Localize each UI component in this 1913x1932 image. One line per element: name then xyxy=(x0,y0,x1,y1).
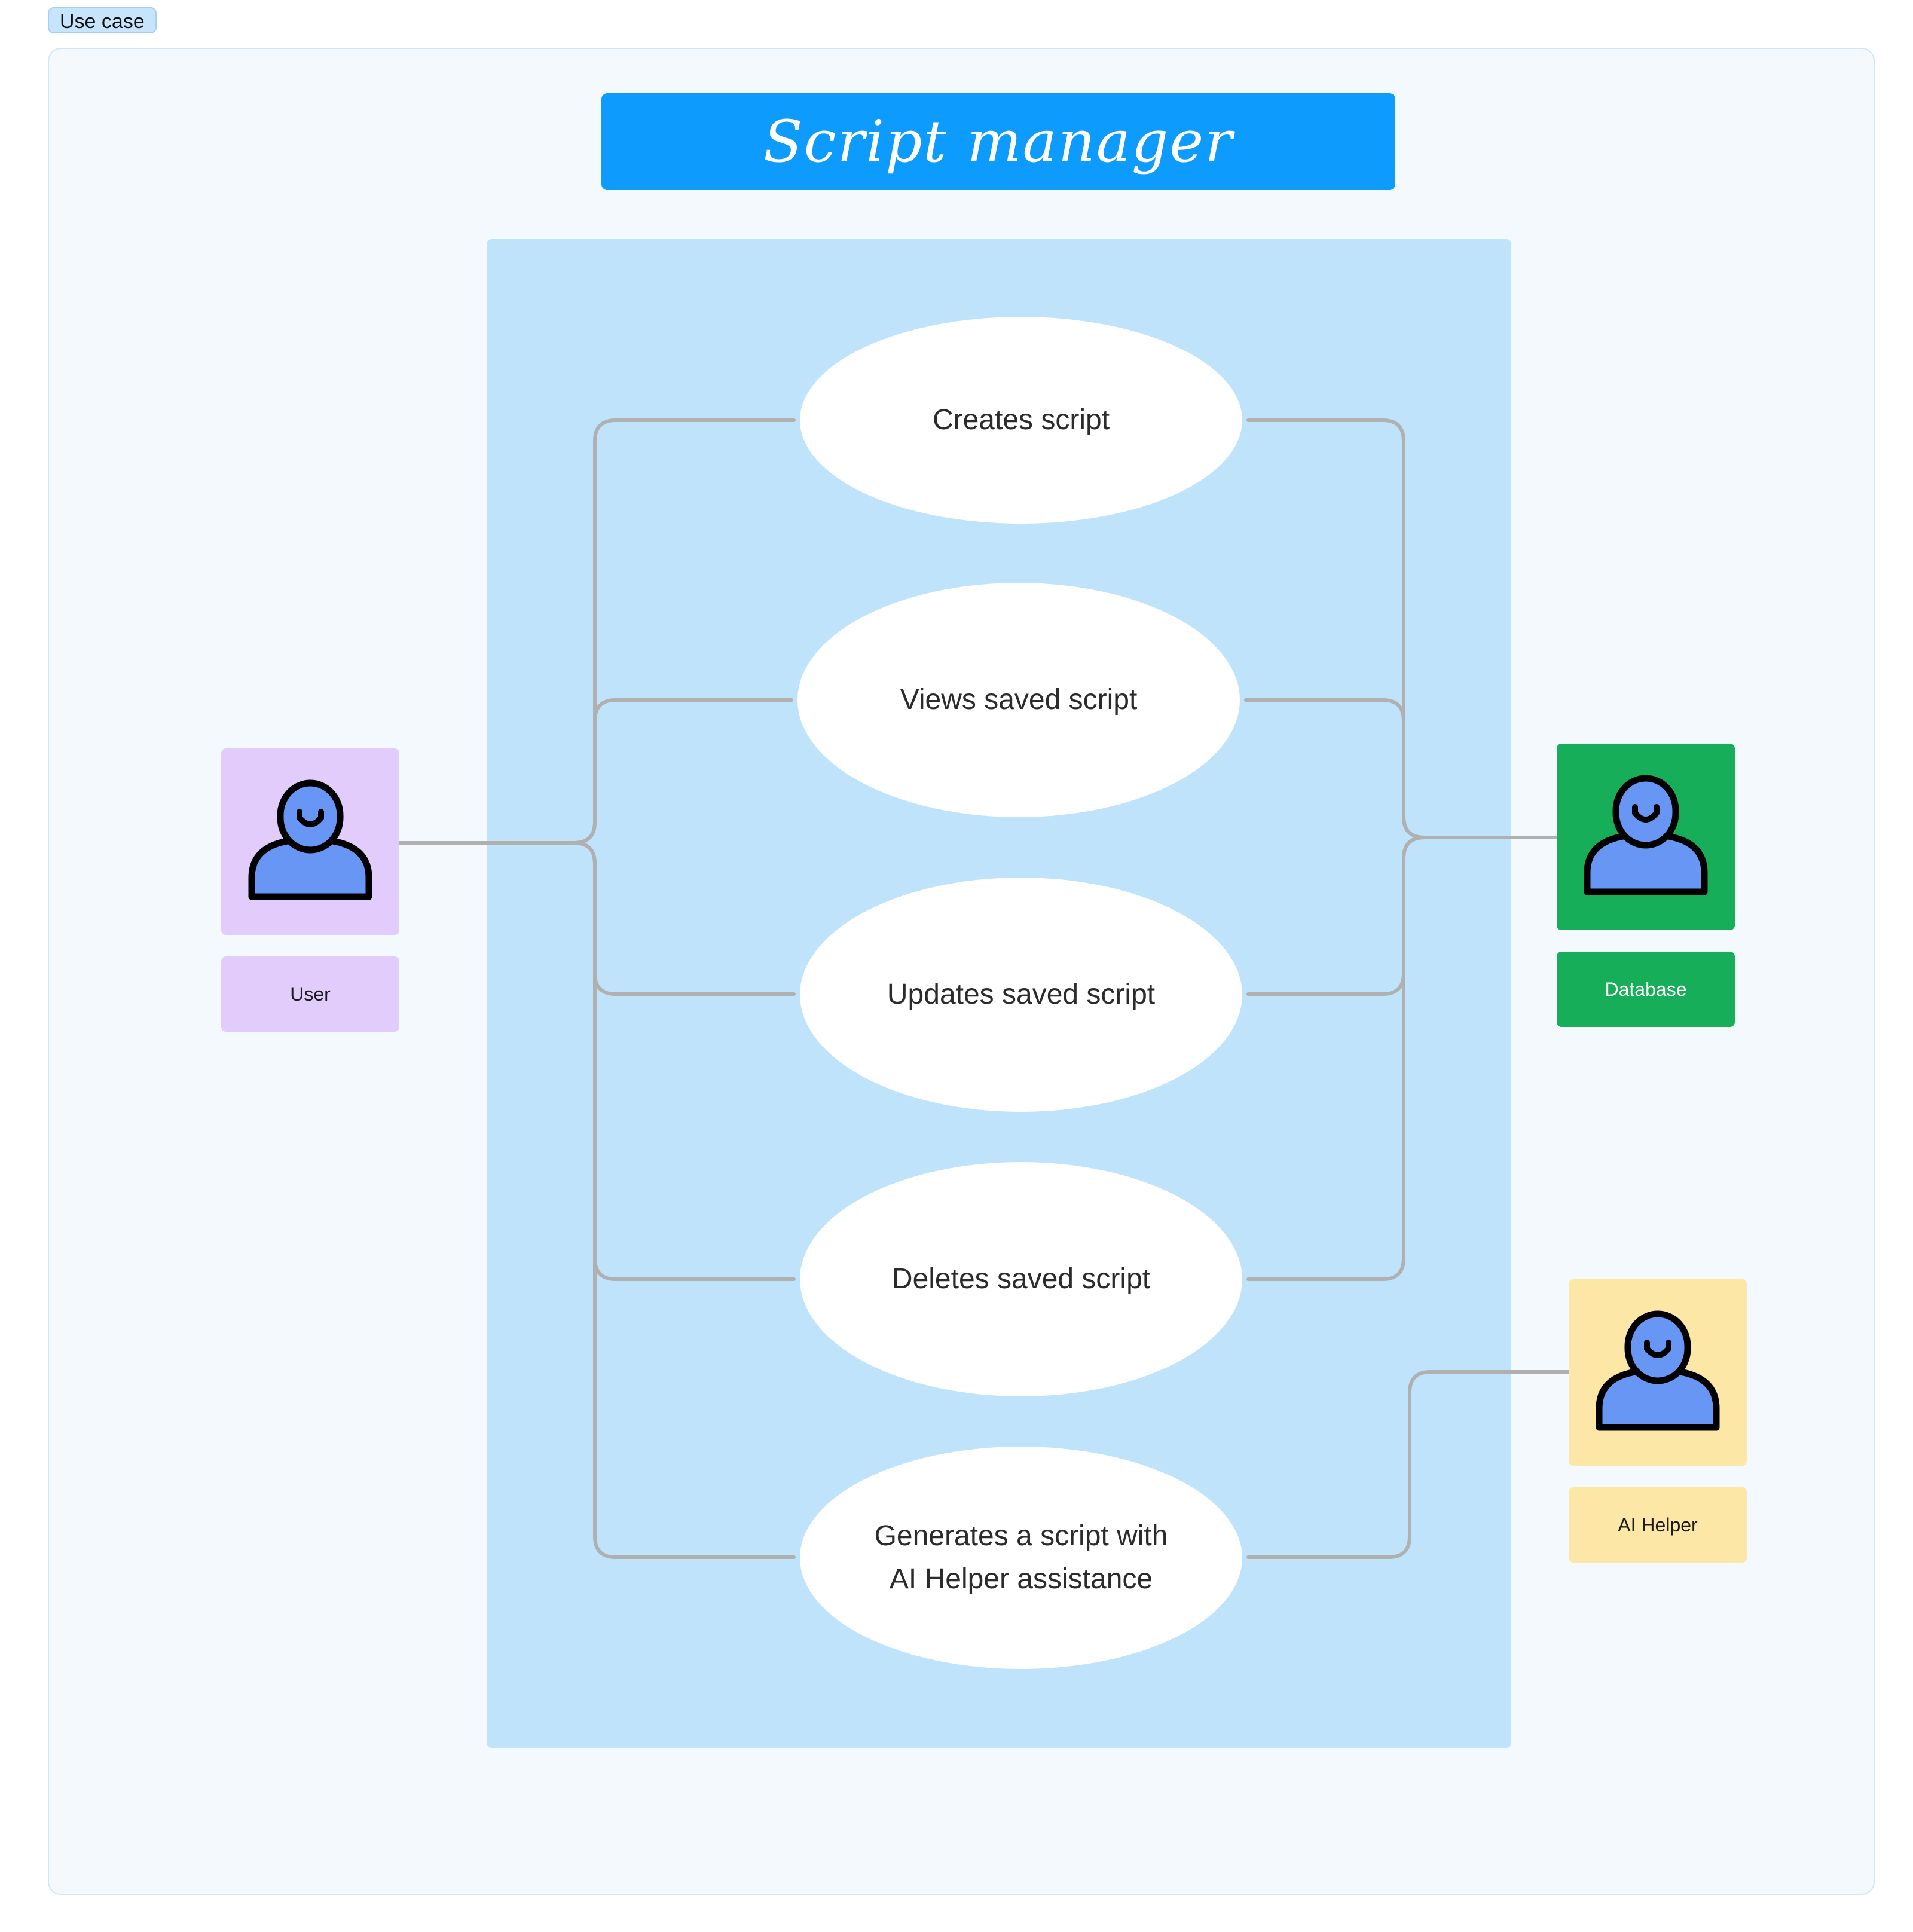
use-case-generates-script-ai[interactable]: Generates a script with AI Helper assist… xyxy=(800,1447,1242,1669)
actor-ai-helper[interactable] xyxy=(1569,1279,1747,1466)
connector-user-updates xyxy=(572,841,796,996)
use-case-label: Creates script xyxy=(932,404,1110,436)
actor-user-label: User xyxy=(221,956,399,1032)
connector-user-views xyxy=(572,698,793,845)
use-case-deletes-saved-script[interactable]: Deletes saved script xyxy=(800,1162,1242,1396)
use-case-label: Deletes saved script xyxy=(891,1263,1151,1295)
diagram-title: Script manager xyxy=(601,93,1395,190)
use-case-updates-saved-script[interactable]: Updates saved script xyxy=(800,878,1242,1112)
person-icon xyxy=(1584,775,1708,895)
connector-database-creates xyxy=(1246,418,1426,839)
use-case-label: Views saved script xyxy=(900,684,1138,716)
use-case-label: Updates saved script xyxy=(887,979,1156,1010)
use-case-creates-script[interactable]: Creates script xyxy=(800,317,1242,524)
actor-ai-helper-label: AI Helper xyxy=(1569,1487,1747,1563)
connector-user-generates xyxy=(572,841,796,1559)
connector-ai-helper-generates xyxy=(1246,1370,1573,1559)
connector-user-deletes xyxy=(572,841,796,1281)
connector-database-updates xyxy=(1246,836,1426,996)
connector-user-creates xyxy=(572,418,796,845)
connector-database-deletes xyxy=(1246,836,1426,1281)
connector-database-views xyxy=(1244,698,1426,839)
use-case-label: Generates a script with AI Helper assist… xyxy=(874,1520,1168,1595)
person-icon xyxy=(1596,1310,1720,1431)
diagram-tag[interactable]: Use case xyxy=(48,7,157,33)
person-icon xyxy=(248,779,372,900)
actor-user[interactable] xyxy=(221,748,399,935)
use-case-views-saved-script[interactable]: Views saved script xyxy=(797,583,1240,817)
actor-database-label: Database xyxy=(1557,952,1735,1027)
actor-database[interactable] xyxy=(1557,744,1735,930)
